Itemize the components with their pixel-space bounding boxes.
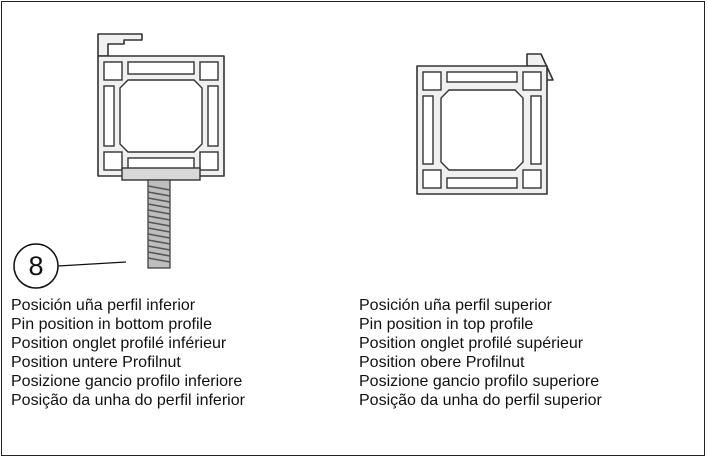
caption-line: Pin position in top profile bbox=[359, 316, 534, 333]
caption-line: Posizione gancio profilo inferiore bbox=[11, 373, 243, 390]
caption-line: Position onglet profilé inférieur bbox=[11, 335, 227, 352]
top-profile-drawing bbox=[416, 53, 554, 195]
caption-top-profile: Posición uña perfil superior Pin positio… bbox=[359, 296, 602, 410]
caption-line: Posição da unha do perfil inferior bbox=[11, 392, 245, 409]
callout-8 bbox=[13, 243, 127, 289]
caption-line: Position untere Profilnut bbox=[11, 354, 181, 371]
caption-line: Posizione gancio profilo superiore bbox=[359, 373, 600, 390]
caption-line: Posición uña perfil inferior bbox=[11, 297, 196, 314]
caption-line: Pin position in bottom profile bbox=[11, 316, 212, 333]
caption-line: Position onglet profilé supérieur bbox=[359, 335, 584, 352]
bottom-profile-drawing bbox=[97, 33, 225, 269]
caption-line: Posição da unha do perfil superior bbox=[359, 392, 602, 409]
caption-line: Position obere Profilnut bbox=[359, 354, 525, 371]
caption-bottom-profile: Posición uña perfil inferior Pin positio… bbox=[11, 296, 245, 410]
caption-line: Posición uña perfil superior bbox=[359, 297, 552, 314]
screw bbox=[147, 179, 171, 269]
profile-hook bbox=[97, 33, 143, 57]
callout-number: 8 bbox=[28, 251, 44, 281]
